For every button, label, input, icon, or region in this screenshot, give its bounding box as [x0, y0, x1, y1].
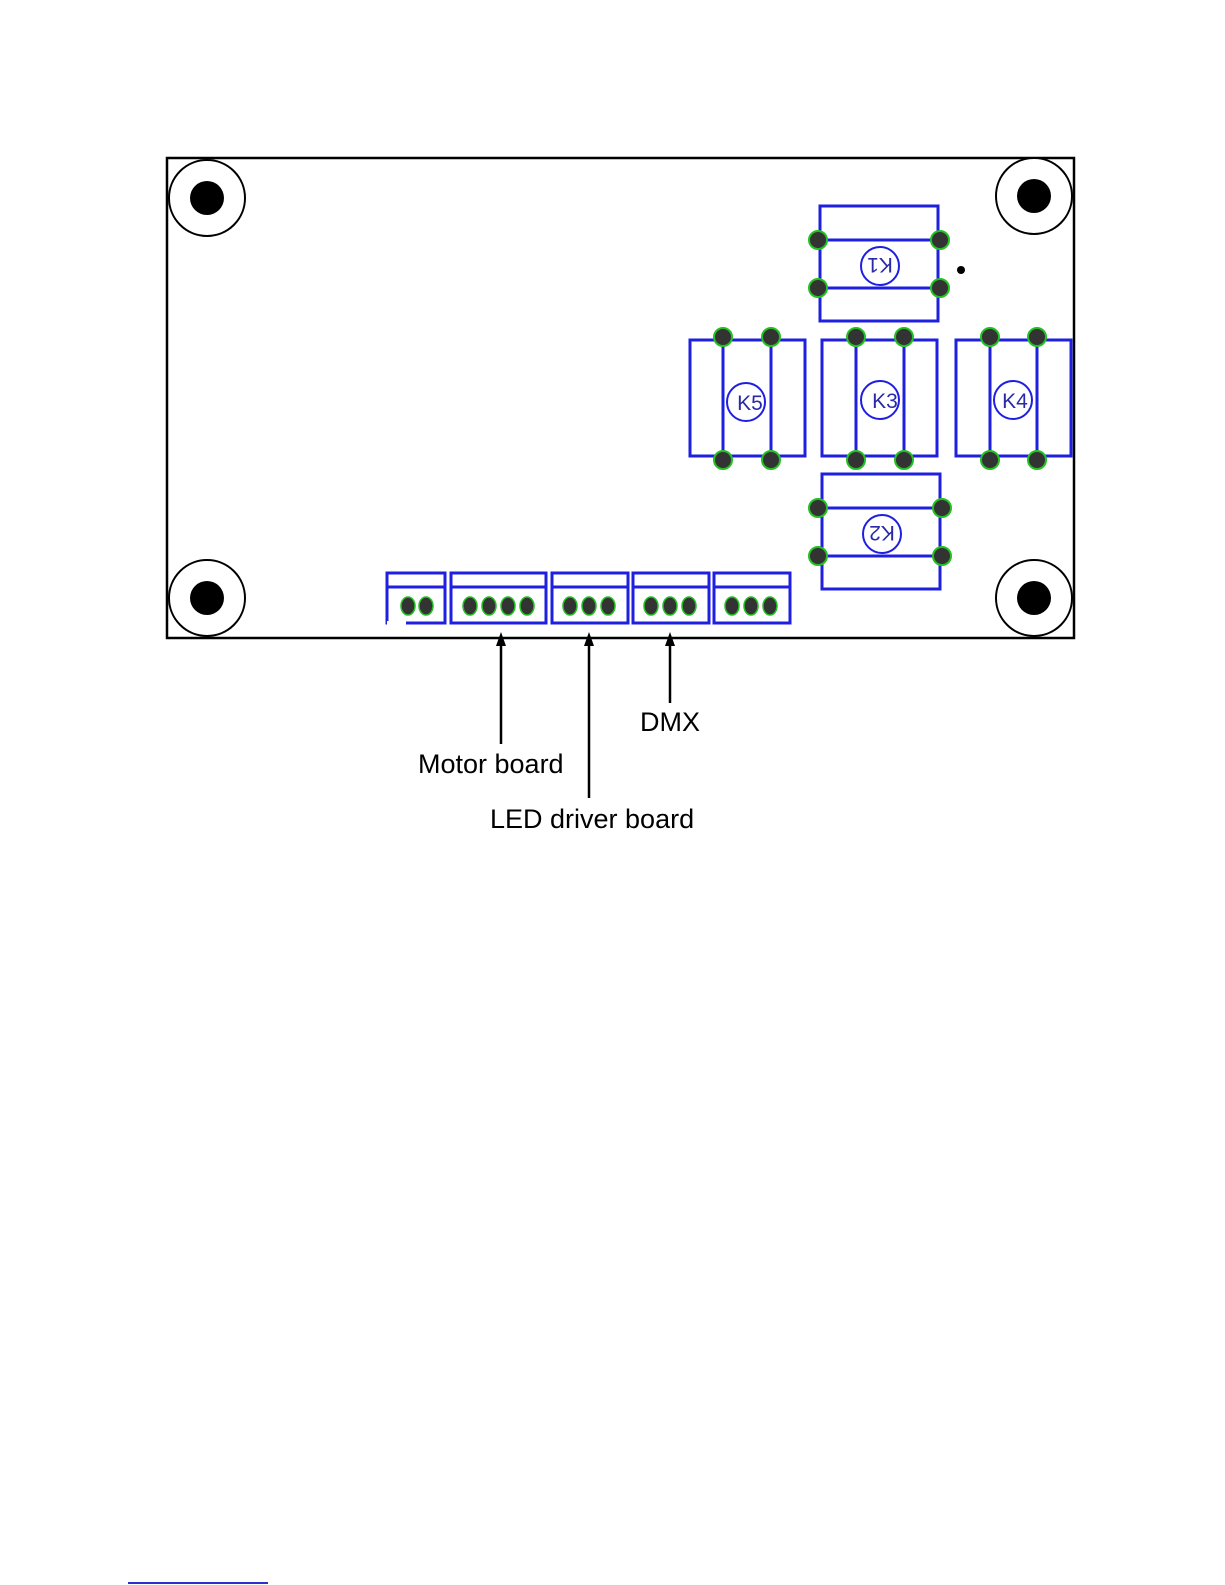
mounting-hole-bottom-left	[169, 560, 245, 636]
marker-dot	[957, 266, 965, 274]
led-driver-board-label: LED driver board	[490, 804, 694, 834]
pcb-diagram: K1 K2 K3 K4	[0, 0, 1225, 900]
arrow-led-driver-board	[584, 632, 594, 798]
relay-k2-label: K2	[869, 521, 895, 544]
mounting-hole-top-right	[996, 158, 1072, 234]
dmx-label: DMX	[640, 707, 700, 737]
motor-board-label: Motor board	[418, 749, 564, 779]
relay-k4-label: K4	[1002, 390, 1028, 413]
relay-k5-label: K5	[737, 392, 763, 415]
arrow-motor-board	[496, 632, 506, 744]
footer-link-underline	[128, 1582, 268, 1584]
relay-k1-label: K1	[867, 253, 893, 276]
mounting-hole-top-left	[169, 160, 245, 236]
relay-k3-label: K3	[872, 390, 898, 413]
mounting-hole-bottom-right	[996, 560, 1072, 636]
arrow-dmx	[665, 632, 675, 703]
